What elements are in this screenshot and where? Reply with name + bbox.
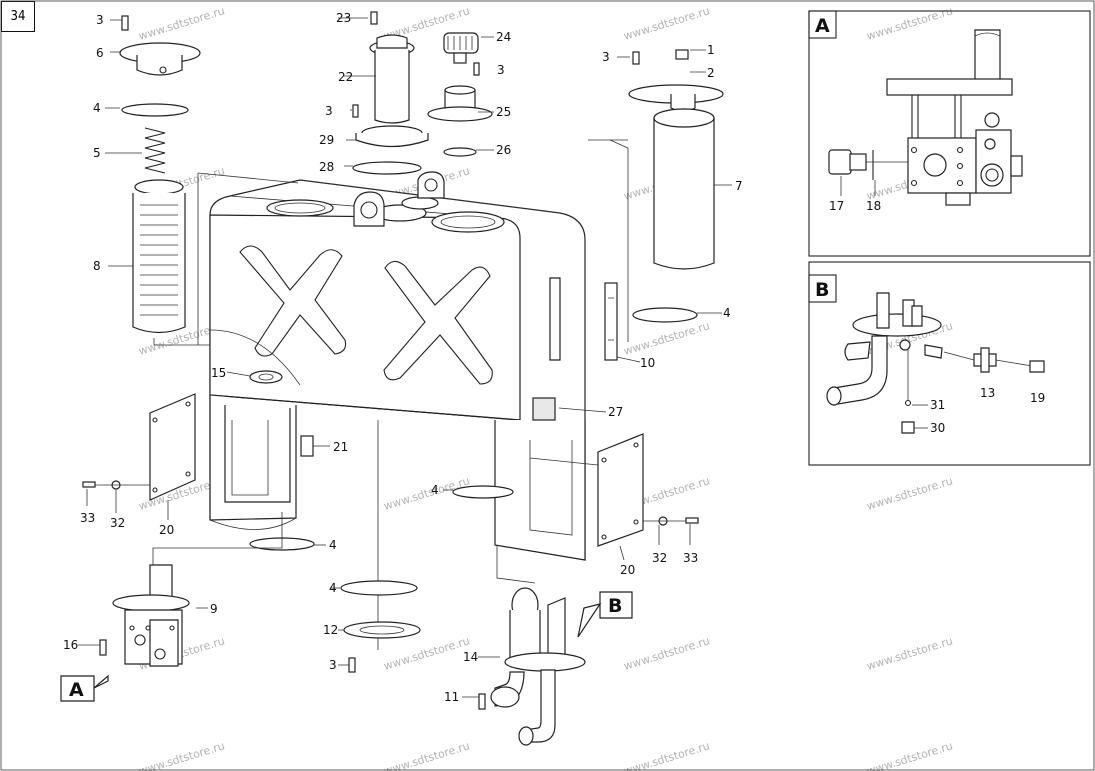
view-b-letter: B xyxy=(815,279,829,301)
callout-10: 10 xyxy=(640,356,655,370)
callout-30: 30 xyxy=(930,421,945,435)
callout-13: 13 xyxy=(980,386,995,400)
watermark: www.sdtstore.ru xyxy=(622,739,711,771)
callout-4: 4 xyxy=(93,101,101,115)
watermark: www.sdtstore.ru xyxy=(865,474,954,513)
callout-2: 2 xyxy=(707,66,715,80)
page-number: 34 xyxy=(1,1,35,32)
callout-3: 3 xyxy=(96,13,104,27)
callout-32: 32 xyxy=(110,516,125,530)
view-a-letter: A xyxy=(815,15,830,37)
callout-18: 18 xyxy=(866,199,881,213)
callout-3: 3 xyxy=(602,50,610,64)
callout-11: 11 xyxy=(444,690,459,704)
callout-31: 31 xyxy=(930,398,945,412)
callout-12: 12 xyxy=(323,623,338,637)
callout-25: 25 xyxy=(496,105,511,119)
callout-17: 17 xyxy=(829,199,844,213)
hydraulic-tank xyxy=(209,171,618,561)
detail-view-b: B 13 19 31 30 xyxy=(808,261,1091,466)
callout-4: 4 xyxy=(329,538,337,552)
callout-26: 26 xyxy=(496,143,511,157)
view-a-badge xyxy=(808,10,837,39)
callout-15: 15 xyxy=(211,366,226,380)
callout-29: 29 xyxy=(319,133,334,147)
callout-20: 20 xyxy=(159,523,174,537)
watermark: www.sdtstore.ru xyxy=(137,739,226,771)
callout-33: 33 xyxy=(683,551,698,565)
watermark: www.sdtstore.ru xyxy=(865,4,954,43)
callout-16: 16 xyxy=(63,638,78,652)
filter-assembly-left xyxy=(105,15,299,346)
callout-19: 19 xyxy=(1030,391,1045,405)
callout-20: 20 xyxy=(620,563,635,577)
callout-5: 5 xyxy=(93,146,101,160)
watermark: www.sdtstore.ru xyxy=(382,739,471,771)
badge-b-letter: B xyxy=(608,595,622,617)
callout-14: 14 xyxy=(463,650,478,664)
callout-3: 3 xyxy=(325,104,333,118)
watermark: www.sdtstore.ru xyxy=(622,4,711,43)
watermark: www.sdtstore.ru xyxy=(865,739,954,771)
callout-27: 27 xyxy=(608,405,623,419)
callout-33: 33 xyxy=(80,511,95,525)
valve-block-a: A xyxy=(60,512,283,702)
callout-21: 21 xyxy=(333,440,348,454)
view-b-badge xyxy=(808,274,837,303)
watermark: www.sdtstore.ru xyxy=(865,634,954,673)
watermark: www.sdtstore.ru xyxy=(622,634,711,673)
callout-32: 32 xyxy=(652,551,667,565)
callout-24: 24 xyxy=(496,30,511,44)
return-filter-right xyxy=(609,49,732,363)
callout-3: 3 xyxy=(497,63,505,77)
callout-6: 6 xyxy=(96,46,104,60)
callout-4: 4 xyxy=(329,581,337,595)
callout-8: 8 xyxy=(93,259,101,273)
callout-4: 4 xyxy=(431,483,439,497)
callout-labels: 1 2 3 3 3 3 3 4 4 4 4 4 5 6 7 8 9 10 11 … xyxy=(63,11,743,704)
filler-assembly xyxy=(338,11,494,175)
watermark: www.sdtstore.ru xyxy=(382,634,471,673)
callout-28: 28 xyxy=(319,160,334,174)
callout-4: 4 xyxy=(723,306,731,320)
lower-parts xyxy=(249,420,514,673)
callout-23: 23 xyxy=(336,11,351,25)
callout-3: 3 xyxy=(329,658,337,672)
watermark: www.sdtstore.ru xyxy=(622,319,711,358)
watermark: www.sdtstore.ru xyxy=(137,4,226,43)
leader-lines xyxy=(226,139,628,413)
callout-7: 7 xyxy=(735,179,743,193)
callout-22: 22 xyxy=(338,70,353,84)
detail-view-a: A 17 18 xyxy=(808,10,1091,257)
suction-pipe-b: B xyxy=(462,545,633,746)
callout-9: 9 xyxy=(210,602,218,616)
badge-a-letter: A xyxy=(69,679,84,701)
side-covers xyxy=(82,393,699,561)
callout-1: 1 xyxy=(707,43,715,57)
